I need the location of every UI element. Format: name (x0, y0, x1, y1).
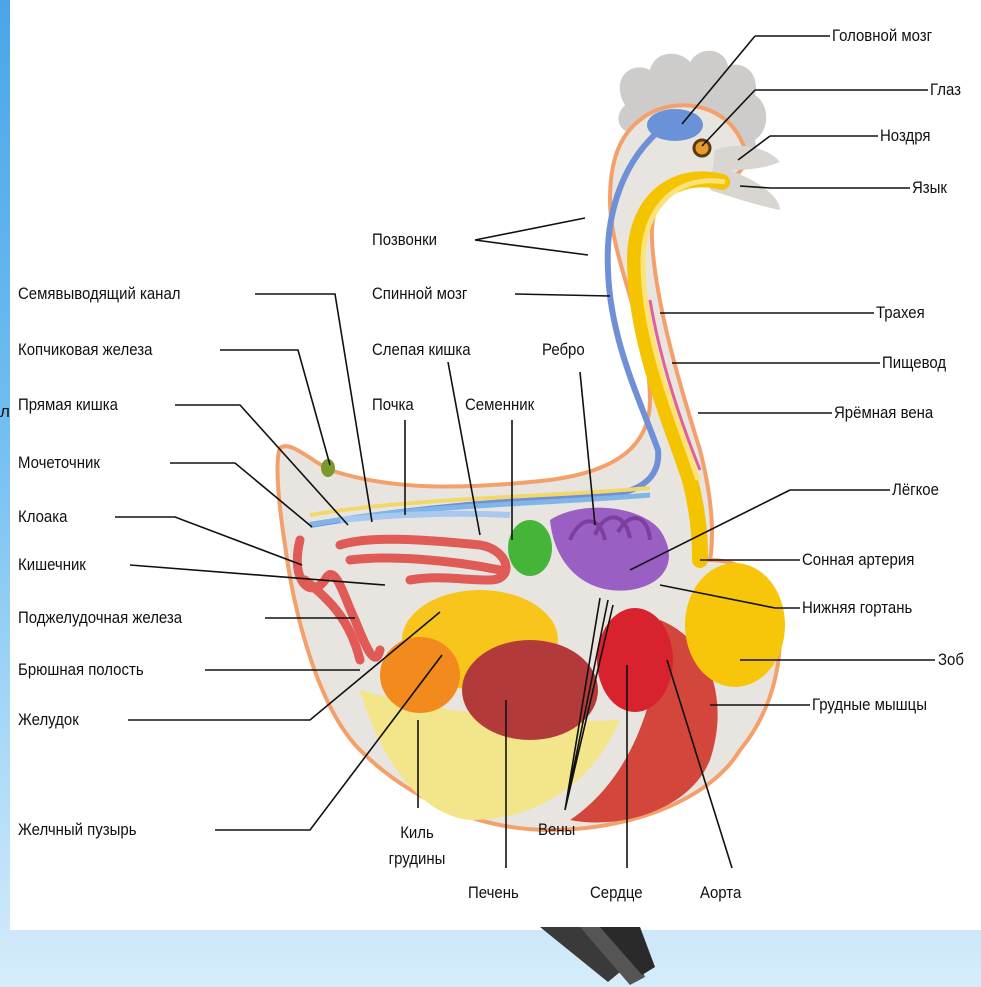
feather-decoration (530, 927, 670, 987)
label-nostril: Ноздря (880, 126, 930, 146)
label-tongue: Язык (912, 178, 947, 198)
label-vas-deferens: Семявыводящий канал (18, 284, 180, 304)
label-brain: Головной мозг (832, 26, 932, 46)
label-jugular-vein: Ярёмная вена (834, 403, 933, 423)
label-syrinx: Нижняя гортань (802, 598, 912, 618)
label-gallbladder: Желчный пузырь (18, 820, 136, 840)
label-crop: Зоб (938, 650, 964, 670)
label-eye: Глаз (930, 80, 961, 100)
label-rectum: Прямая кишка (18, 395, 118, 415)
diagram-panel: Головной мозг Глаз Ноздря Язык Трахея Пи… (10, 0, 981, 930)
uropygial-gland-shape (321, 459, 335, 477)
label-cloaca: Клоака (18, 507, 67, 527)
label-testis: Семенник (465, 395, 534, 415)
label-rib: Ребро (542, 340, 585, 360)
label-trachea: Трахея (876, 303, 925, 323)
label-keel: Киль грудины (377, 820, 456, 872)
testis-shape (508, 520, 552, 576)
label-stomach: Желудок (18, 710, 79, 730)
label-kidney: Почка (372, 395, 414, 415)
label-aorta: Аорта (700, 883, 741, 903)
label-vertebrae: Позвонки (372, 230, 437, 250)
label-lung: Лёгкое (892, 480, 939, 500)
gizzard-shape (380, 637, 460, 713)
liver-shape (462, 640, 598, 740)
label-uropygial-gland: Копчиковая железа (18, 340, 152, 360)
edge-text-fragment: л (0, 402, 10, 422)
bird-anatomy-illustration (10, 0, 981, 930)
label-liver: Печень (468, 883, 519, 903)
crop-shape (685, 563, 785, 687)
label-intestine: Кишечник (18, 555, 86, 575)
label-cecum: Слепая кишка (372, 340, 471, 360)
label-carotid-artery: Сонная артерия (802, 550, 914, 570)
eye-shape (694, 140, 710, 156)
label-heart: Сердце (590, 883, 643, 903)
label-spinal-cord: Спинной мозг (372, 284, 467, 304)
label-pectoral-muscles: Грудные мышцы (812, 695, 927, 715)
label-abdominal-cavity: Брюшная полость (18, 660, 144, 680)
label-veins: Вены (538, 820, 575, 840)
label-pancreas: Поджелудочная железа (18, 608, 182, 628)
label-ureter: Мочеточник (18, 453, 100, 473)
label-esophagus: Пищевод (882, 353, 946, 373)
